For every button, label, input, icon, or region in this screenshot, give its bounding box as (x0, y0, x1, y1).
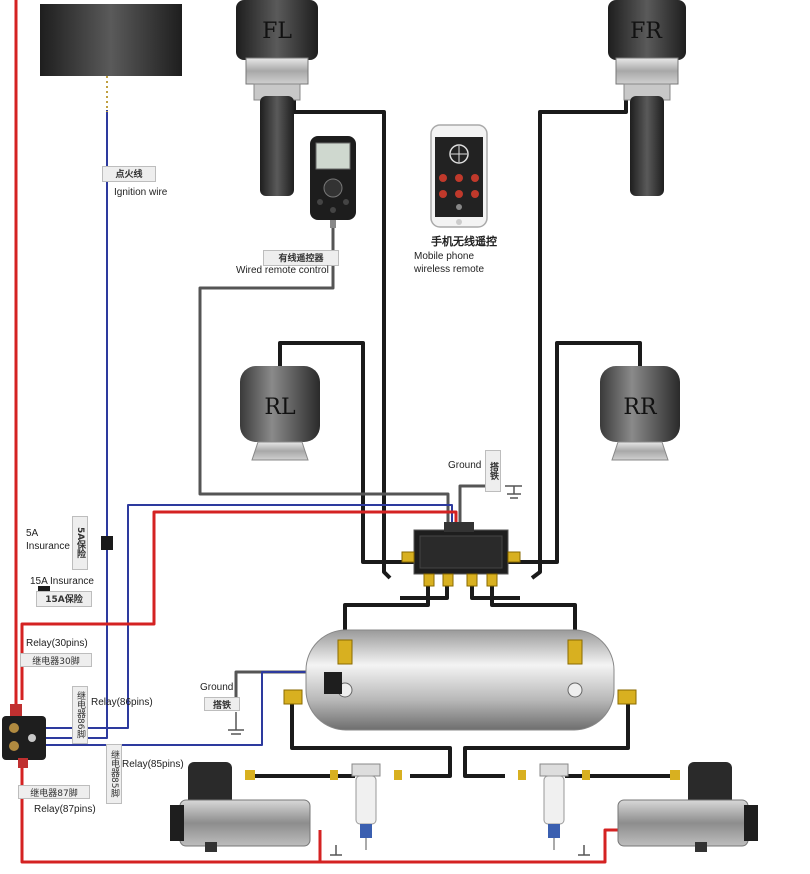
air-line-manifold-tank-right (490, 580, 577, 640)
insurance-5a-en-label-1: 5A (26, 528, 39, 539)
air-line-manifold-tank-left (343, 580, 430, 640)
relay86-en-label: Relay(86pins) (91, 697, 153, 708)
mobile-en-label-1: Mobile phone (414, 251, 475, 262)
mobile-en-label-2: wireless remote (414, 264, 485, 275)
airbag-fr-label: FR (630, 19, 663, 44)
wire-relay87-right (320, 828, 625, 864)
wire-relay85 (46, 671, 318, 746)
ground-top-en-label: Ground (448, 460, 482, 471)
airbag-fr: FR (608, 0, 686, 196)
relay87-cn-label: 继电器87脚 (18, 785, 90, 799)
insurance-5a-cn-label: 5A保险 (72, 516, 88, 570)
wired-remote-controller (310, 136, 356, 228)
ignition-cn-label: 点火线 (102, 166, 156, 182)
insurance-5a-en-label-2: Insurance (26, 541, 70, 552)
mobile-cn-label: 手机无线遥控 (431, 236, 497, 248)
ground-mid-en-label: Ground (200, 682, 234, 693)
wire-ignition (46, 110, 108, 739)
relay86-cn-label: 继电器86脚 (72, 686, 88, 744)
relay30-cn-label: 继电器30脚 (20, 653, 92, 667)
airbag-rr-label: RR (623, 395, 658, 420)
air-filter-right (518, 763, 590, 850)
ground-symbol-compressor-right (578, 845, 590, 856)
air-line-compressor-right (463, 700, 630, 778)
wire-relay87 (20, 758, 322, 864)
air-line-rl (278, 341, 418, 564)
compressor-right (617, 762, 758, 852)
ignition-en-label: Ignition wire (114, 187, 168, 198)
air-tank (283, 629, 637, 731)
air-line-rr (505, 341, 642, 564)
power-wires (14, 0, 625, 864)
wired-remote-cn-label: 有线遥控器 (263, 250, 339, 266)
insurance-15a-en-label: 15A Insurance (30, 576, 94, 587)
relay (2, 704, 46, 768)
wire-ground-top (458, 484, 485, 528)
fuse-5a (101, 536, 113, 550)
ground-symbol-top (505, 485, 522, 499)
mobile-phone (430, 124, 488, 228)
relay85-cn-label: 继电器85脚 (106, 744, 122, 804)
relay30-en-label: Relay(30pins) (26, 638, 88, 649)
relay87-en-label: Relay(87pins) (34, 804, 96, 815)
airbag-fl: FL (236, 0, 318, 196)
ground-mid-cn-label: 搭铁 (204, 697, 240, 711)
wire-wired-remote (198, 225, 450, 528)
wired-remote-en-label: Wired remote control (236, 265, 329, 276)
air-line-fr (530, 95, 628, 580)
airbag-fl-label: FL (262, 19, 292, 44)
ground-symbol-mid (228, 712, 244, 735)
ground-top-cn-label: 搭铁 (485, 450, 501, 492)
airbag-rl-label: RL (264, 395, 296, 420)
ignition-source (40, 4, 182, 76)
ground-symbol-compressor-left (330, 845, 342, 856)
airbag-rr: RR (600, 366, 680, 461)
wire-15a (20, 510, 458, 700)
air-filter-left (330, 763, 402, 850)
valve-manifold (401, 522, 521, 587)
relay85-en-label: Relay(85pins) (122, 759, 184, 770)
airbag-rl: RL (240, 366, 320, 461)
air-line-compressor-left (290, 700, 452, 778)
compressor-left (170, 762, 311, 852)
insurance-15a-cn-label: 15A保险 (36, 591, 92, 607)
